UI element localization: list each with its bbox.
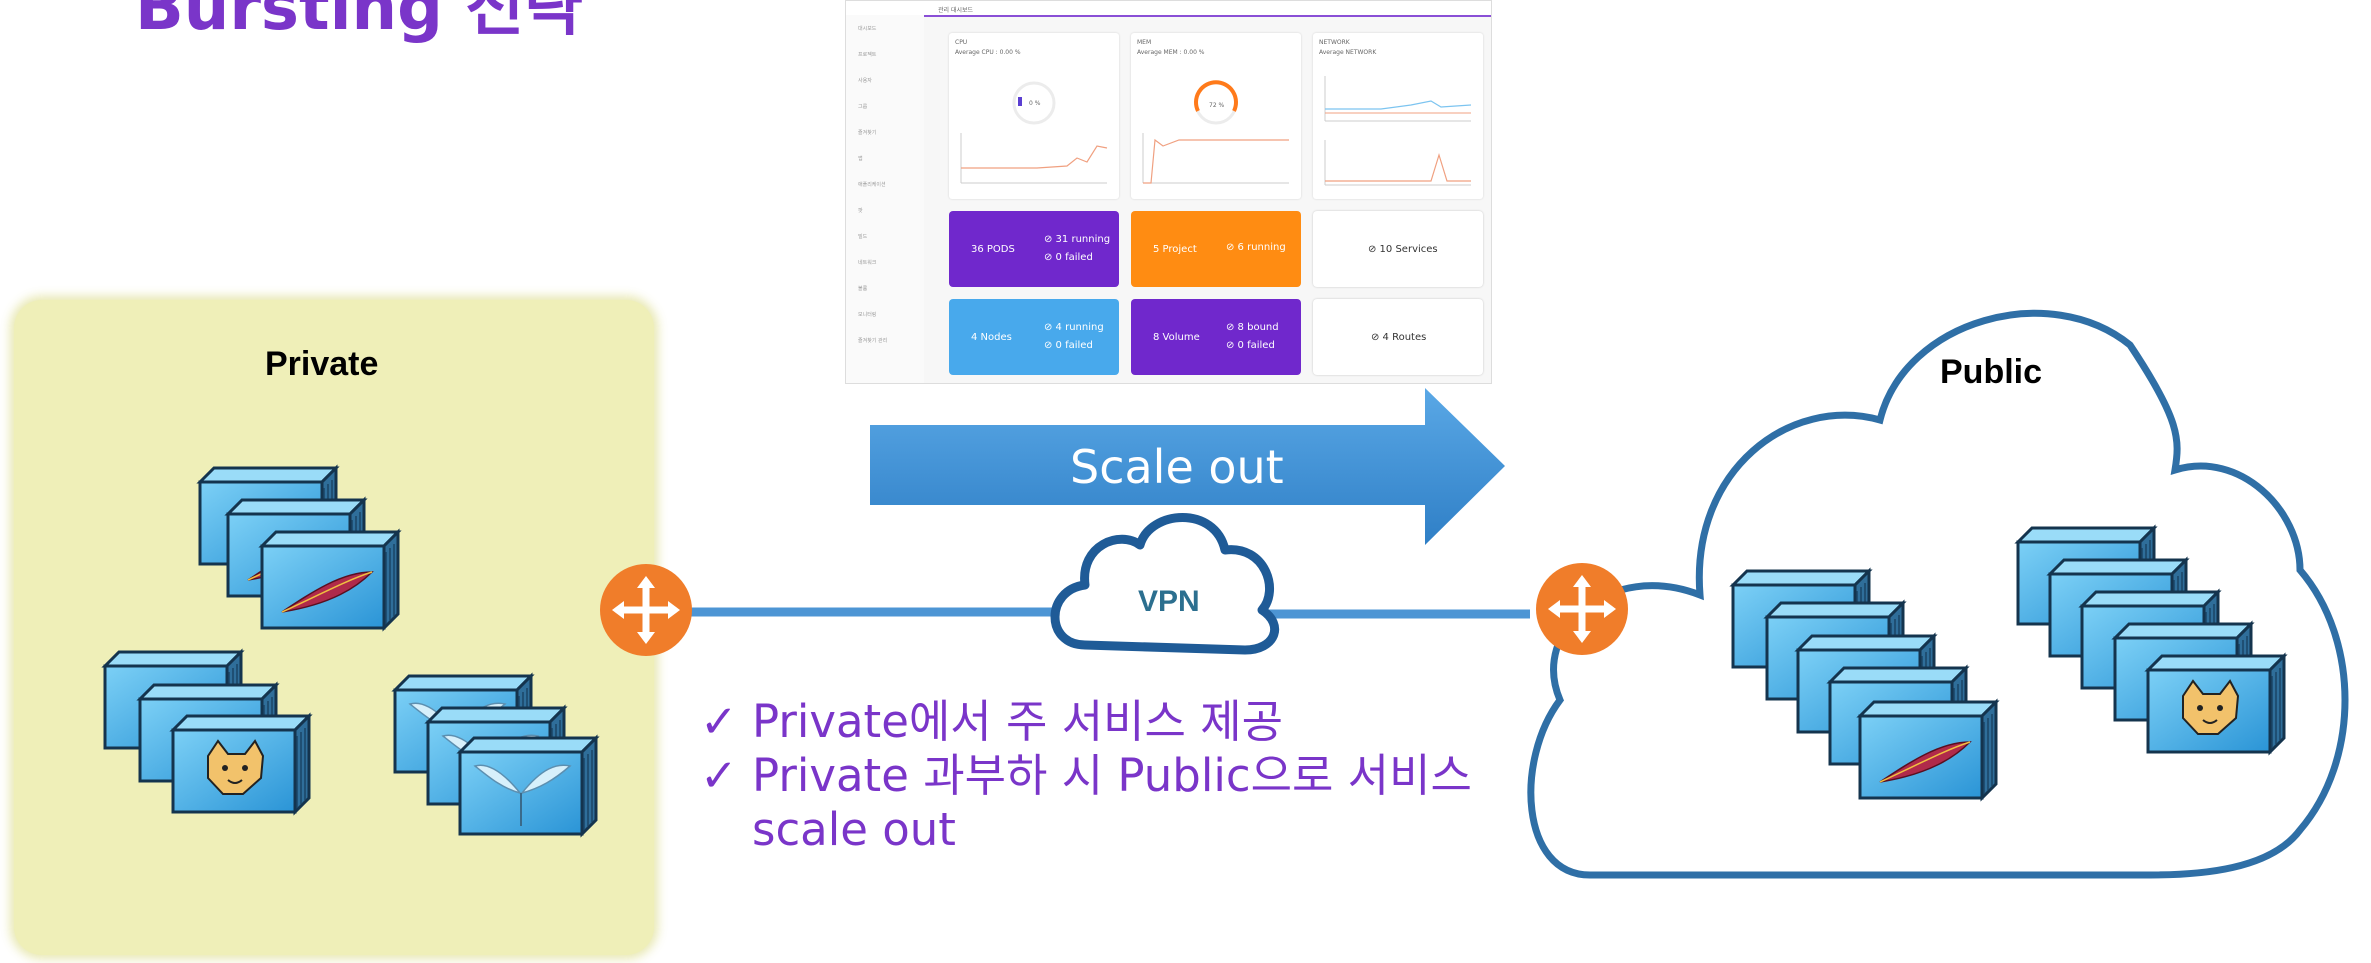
bullet-item-continuation: scale out	[752, 803, 956, 856]
bullet-item: ✓Private 과부하 시 Public으로 서비스	[700, 749, 1472, 802]
sidebar-item[interactable]: 팟	[858, 208, 863, 214]
bullet-item: ✓Private에서 주 서비스 제공	[700, 695, 1283, 748]
dashboard-header: 관리 대시보드	[938, 7, 974, 14]
slide-title: Bursting 전략	[135, 0, 583, 45]
dashboard-sidebar: 대시보드 프로젝트 사용자 그룹 즐겨찾기 앱 애플리케이션 팟 빌드 네트워크…	[846, 15, 924, 383]
router-icon-private	[600, 564, 692, 656]
mem-gauge-icon	[1194, 80, 1238, 125]
check-icon: ✓	[700, 749, 738, 802]
pods-tile[interactable]: 36 PODS ⊘ 31 running⊘ 0 failed	[949, 211, 1119, 287]
cpu-gauge-icon	[1012, 81, 1056, 125]
router-icon-public	[1536, 563, 1628, 655]
sidebar-item[interactable]: 사용자	[858, 78, 872, 84]
mem-panel: MEM Average MEM : 0.00 % 72 %	[1131, 33, 1301, 199]
nodes-tile[interactable]: 4 Nodes ⊘ 4 running⊘ 0 failed	[949, 299, 1119, 375]
vpn-cloud-icon	[1050, 513, 1280, 655]
sidebar-item[interactable]: 즐겨찾기 관리	[858, 338, 888, 344]
sidebar-item[interactable]: 그룹	[858, 104, 868, 110]
sidebar-item[interactable]: 네트워크	[858, 260, 877, 266]
sidebar-item[interactable]: 모니터링	[858, 312, 877, 318]
sidebar-item[interactable]: 빌드	[858, 234, 868, 240]
private-wing-containers	[393, 674, 598, 836]
routes-tile[interactable]: ⊘ 4 Routes	[1313, 299, 1483, 375]
check-icon: ✓	[700, 695, 738, 748]
sidebar-item[interactable]: 즐겨찾기	[858, 130, 877, 136]
scale-out-label: Scale out	[1070, 440, 1284, 494]
bullet-list: ✓Private에서 주 서비스 제공 ✓Private 과부하 시 Publi…	[700, 695, 1472, 857]
volume-tile[interactable]: 8 Volume ⊘ 8 bound⊘ 0 failed	[1131, 299, 1301, 375]
services-tile[interactable]: ⊘ 10 Services	[1313, 211, 1483, 287]
dashboard-screenshot: 관리 대시보드 대시보드 프로젝트 사용자 그룹 즐겨찾기 앱 애플리케이션 팟…	[845, 0, 1492, 384]
cpu-chart	[960, 133, 1108, 184]
network-panel: NETWORK Average NETWORK	[1313, 33, 1483, 199]
cpu-panel: CPU Average CPU : 0.00 % 0 %	[949, 33, 1119, 199]
sidebar-item[interactable]: 앱	[858, 156, 863, 162]
private-apache-containers	[198, 466, 400, 630]
project-tile[interactable]: 5 Project ⊘ 6 running	[1131, 211, 1301, 287]
network-chart-bottom	[1324, 140, 1471, 186]
mem-chart	[1142, 133, 1289, 184]
sidebar-item[interactable]: 대시보드	[858, 26, 877, 32]
public-label: Public	[1940, 353, 2043, 391]
private-tomcat-containers	[103, 650, 311, 814]
sidebar-item[interactable]: 애플리케이션	[858, 182, 886, 188]
sidebar-item[interactable]: 프로젝트	[858, 52, 877, 58]
vpn-label: VPN	[1138, 585, 1200, 618]
private-label: Private	[265, 345, 379, 383]
sidebar-item[interactable]: 볼륨	[858, 286, 868, 292]
network-chart-top	[1324, 76, 1472, 122]
scale-out-arrow	[870, 388, 1505, 545]
